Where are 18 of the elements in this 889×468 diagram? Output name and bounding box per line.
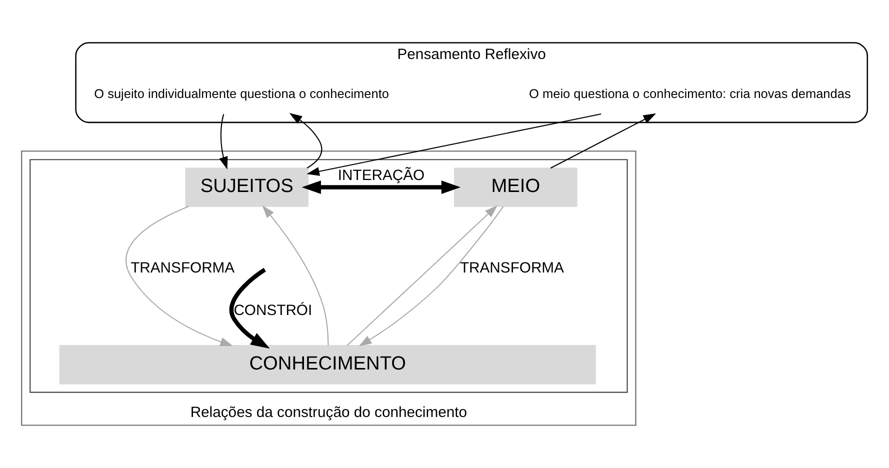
arrow	[230, 268, 270, 349]
node-box: MEIO	[454, 168, 578, 207]
arrow	[550, 113, 656, 169]
arrow	[306, 113, 602, 176]
cluster	[30, 159, 628, 393]
node-text: O meio questiona o conhecimento: cria novas demandas	[529, 86, 851, 102]
arrow	[262, 205, 329, 346]
arrow	[126, 206, 233, 346]
node-box: CONHECIMENTO	[59, 345, 596, 384]
arrow	[289, 113, 322, 168]
arrow	[302, 180, 461, 194]
arrow	[219, 114, 228, 170]
edge-label: TRANSFORMA	[460, 260, 564, 276]
edge-label: TRANSFORMA	[130, 260, 235, 276]
edge-label: INTERAÇÃO	[338, 168, 425, 184]
edge-label: CONSTRÓI	[234, 302, 312, 319]
node-box: SUJEITOS	[185, 168, 308, 207]
node-text: O sujeito individualmente questiona o conhecimento	[94, 86, 389, 102]
